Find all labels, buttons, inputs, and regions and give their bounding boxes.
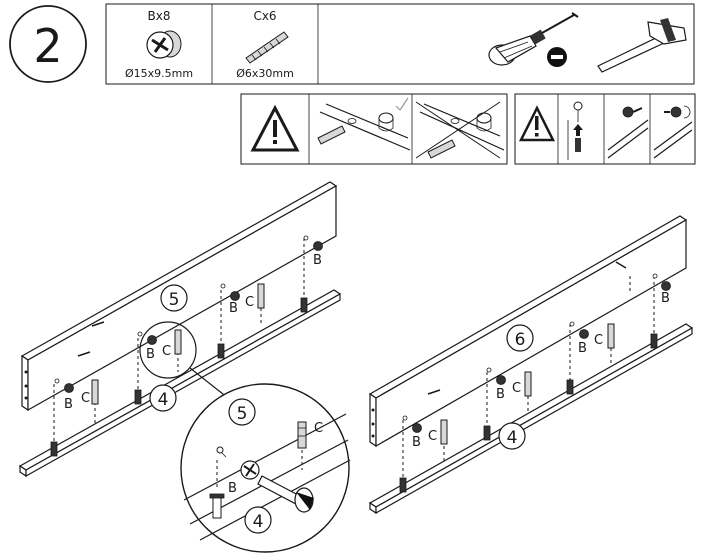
cam-bolt: [134, 389, 142, 405]
cam-lock: [64, 383, 74, 393]
rail-4-callout: 4: [149, 384, 177, 412]
zoom-board-number: 5: [237, 404, 248, 424]
part-c-size: Ø6x30mm: [236, 67, 294, 80]
dowel-icon: [245, 31, 289, 64]
cam-bolt: [50, 441, 58, 457]
label-b: B: [661, 291, 670, 306]
cam-bolt: [483, 425, 491, 441]
screwdriver-icon: [488, 12, 579, 66]
label-b: B: [496, 387, 505, 402]
hammer-icon: [597, 18, 687, 73]
turn-cam-lock-icon: [653, 105, 693, 159]
cam-lock: [313, 241, 323, 251]
board-6-number: 6: [515, 330, 526, 350]
cam-lock: [147, 335, 157, 345]
cam-bolt: [566, 379, 574, 395]
insert-cam-bolt-icon: [567, 101, 583, 160]
label-b: B: [578, 341, 587, 356]
zoom-rail-number: 4: [253, 512, 264, 532]
parts-tools-box: Bx8 Ø15x9.5mm Cx6 Ø6x30mm: [105, 3, 695, 85]
minus-sign-icon: [547, 47, 567, 67]
warning-box-dowel: [240, 93, 508, 165]
dowel: [440, 419, 448, 445]
part-c-code: Cx6: [253, 9, 276, 23]
zoom-detail: 5 B C 4: [180, 383, 351, 553]
correct-dowel-insertion-icon: [317, 97, 411, 151]
part-b-code: Bx8: [148, 9, 171, 23]
cam-lock: [496, 375, 506, 385]
step-number: 2: [33, 19, 62, 73]
label-c: C: [594, 333, 603, 348]
warning-triangle-icon: [518, 105, 556, 142]
cam-bolt: [650, 333, 658, 349]
zoom-source-ring: [139, 321, 197, 379]
label-b: B: [64, 397, 73, 412]
dowel: [257, 283, 265, 309]
part-b-size: Ø15x9.5mm: [125, 67, 193, 80]
rail-4-number: 4: [507, 428, 518, 448]
label-b: B: [412, 435, 421, 450]
cam-lock: [230, 291, 240, 301]
board-5-callout: 5: [160, 284, 188, 312]
warning-box-cam-lock: [514, 93, 696, 165]
label-c: C: [512, 381, 521, 396]
left-assembly: B C B C B C B 5 4: [18, 181, 342, 478]
label-c: C: [162, 344, 171, 359]
dowel: [524, 371, 532, 397]
cam-lock: [240, 460, 260, 480]
cam-bolt: [300, 297, 308, 313]
dowel: [91, 379, 99, 405]
dowel: [607, 323, 615, 349]
rail-4-number: 4: [158, 390, 169, 410]
label-b: B: [229, 301, 238, 316]
step-number-badge: 2: [9, 5, 87, 83]
dowel: [174, 329, 182, 355]
label-b: B: [313, 253, 322, 268]
right-assembly: B C B C B C B 6 4: [368, 215, 694, 515]
rail-4-callout: 4: [498, 422, 526, 450]
board-5-number: 5: [169, 290, 180, 310]
label-b: B: [146, 347, 155, 362]
cam-bolt: [217, 343, 225, 359]
cam-bolt: [399, 477, 407, 493]
board-6-callout: 6: [506, 324, 534, 352]
label-c: C: [314, 421, 323, 436]
cam-lock: [412, 423, 422, 433]
label-b: B: [228, 481, 237, 496]
label-c: C: [428, 429, 437, 444]
cam-bolt: [209, 460, 225, 519]
incorrect-dowel-insertion-icon: [415, 101, 505, 159]
dowel: [297, 421, 307, 449]
place-cam-lock-icon: [607, 106, 649, 159]
cam-lock: [661, 281, 671, 291]
label-c: C: [81, 391, 90, 406]
cam-lock-icon: [146, 30, 182, 59]
cam-lock: [579, 329, 589, 339]
warning-triangle-icon: [250, 104, 300, 152]
label-c: C: [245, 295, 254, 310]
screwdriver-icon: [257, 475, 314, 513]
